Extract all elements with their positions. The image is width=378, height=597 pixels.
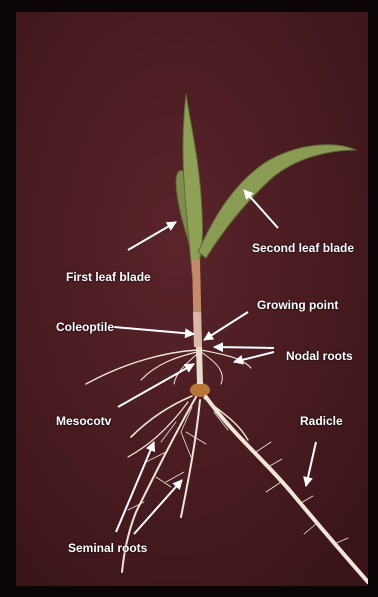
label-nodal-roots: Nodal roots [286, 349, 353, 363]
label-second-leaf-blade: Second leaf blade [252, 241, 354, 255]
label-coleoptile: Coleoptile [56, 320, 114, 334]
label-radicle: Radicle [300, 414, 343, 428]
label-first-leaf-blade: First leaf blade [66, 270, 151, 284]
coleoptile-shape [193, 312, 202, 347]
arrow-nodal-roots-1 [214, 347, 274, 348]
label-seminal-roots: Seminal roots [68, 541, 147, 555]
label-growing-point: Growing point [257, 298, 338, 312]
label-mesocotyl: Mesocotv [56, 414, 111, 428]
seed [190, 383, 210, 397]
